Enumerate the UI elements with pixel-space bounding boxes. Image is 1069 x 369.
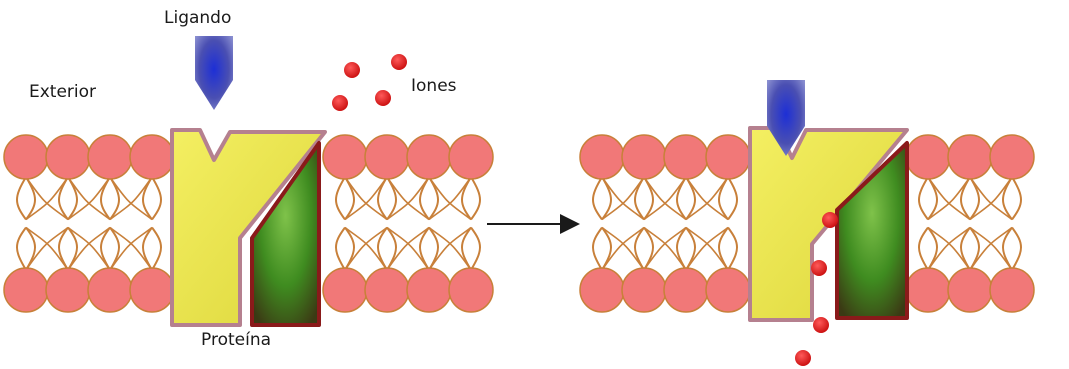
lipid-tail xyxy=(960,176,980,271)
phospholipid-head xyxy=(947,134,993,180)
phospholipid-head xyxy=(87,267,133,313)
phospholipid-head xyxy=(705,134,751,180)
ion xyxy=(811,260,827,276)
phospholipid-head xyxy=(3,267,49,313)
phospholipid-head xyxy=(989,267,1035,313)
lipid-tail xyxy=(377,176,397,271)
lipid-tail xyxy=(676,176,696,271)
membrane-left xyxy=(3,134,494,313)
lipid-tail xyxy=(100,176,120,271)
phospholipid-head xyxy=(45,267,91,313)
lipid-tail xyxy=(1002,176,1022,271)
ion xyxy=(332,95,348,111)
lipid-tail xyxy=(109,176,153,271)
lipid-tail xyxy=(335,176,355,271)
lipid-tail xyxy=(601,176,645,271)
ion xyxy=(391,54,407,70)
ions-passing xyxy=(795,212,838,366)
protein-closed xyxy=(170,128,327,327)
ion xyxy=(344,62,360,78)
phospholipid-head xyxy=(621,134,667,180)
ions-label: Iones xyxy=(411,76,457,96)
lipid-tail xyxy=(58,176,78,271)
ion xyxy=(795,350,811,366)
protein-label: Proteína xyxy=(201,330,272,350)
ions-free xyxy=(332,54,407,111)
phospholipid-head xyxy=(705,267,751,313)
lipid-tail xyxy=(16,176,36,271)
phospholipid-head xyxy=(579,134,625,180)
phospholipid-head xyxy=(364,134,410,180)
lipid-tail xyxy=(142,176,162,271)
phospholipid-head xyxy=(87,134,133,180)
lipid-tail xyxy=(428,176,472,271)
phospholipid-head xyxy=(406,134,452,180)
phospholipid-head xyxy=(45,134,91,180)
phospholipid-head xyxy=(448,134,494,180)
ligand-bound-icon xyxy=(767,80,805,156)
phospholipid-head xyxy=(448,267,494,313)
lipid-tail xyxy=(386,176,430,271)
phospholipid-head xyxy=(3,134,49,180)
protein-green-subunit xyxy=(250,141,321,327)
phospholipid-head xyxy=(663,134,709,180)
lipid-tail xyxy=(927,176,971,271)
lipid-tail xyxy=(643,176,687,271)
lipid-tail xyxy=(419,176,439,271)
ligand-label: Ligando xyxy=(164,8,232,28)
lipid-tail xyxy=(685,176,729,271)
phospholipid-head xyxy=(621,267,667,313)
lipid-tail xyxy=(461,176,481,271)
lipid-tail xyxy=(592,176,612,271)
ligand-arrowhead-icon xyxy=(195,36,233,110)
protein-green-subunit xyxy=(835,141,909,320)
lipid-tail xyxy=(718,176,738,271)
phospholipid-head xyxy=(129,134,175,180)
protein-yellow-subunit xyxy=(170,128,327,327)
phospholipid-head xyxy=(322,134,368,180)
lipid-tail xyxy=(344,176,388,271)
lipid-tail xyxy=(25,176,69,271)
phospholipid-head xyxy=(364,267,410,313)
lipid-tail xyxy=(969,176,1013,271)
ion xyxy=(375,90,391,106)
lipid-tail xyxy=(67,176,111,271)
lipid-tail xyxy=(634,176,654,271)
phospholipid-head xyxy=(129,267,175,313)
lipid-tail xyxy=(918,176,938,271)
ion xyxy=(822,212,838,228)
phospholipid-head xyxy=(406,267,452,313)
exterior-label: Exterior xyxy=(29,82,97,102)
membrane-right xyxy=(579,134,1035,313)
ion xyxy=(813,317,829,333)
phospholipid-head xyxy=(663,267,709,313)
phospholipid-head xyxy=(947,267,993,313)
phospholipid-head xyxy=(989,134,1035,180)
phospholipid-head xyxy=(579,267,625,313)
phospholipid-head xyxy=(322,267,368,313)
phospholipid-head xyxy=(905,267,951,313)
phospholipid-head xyxy=(905,134,951,180)
